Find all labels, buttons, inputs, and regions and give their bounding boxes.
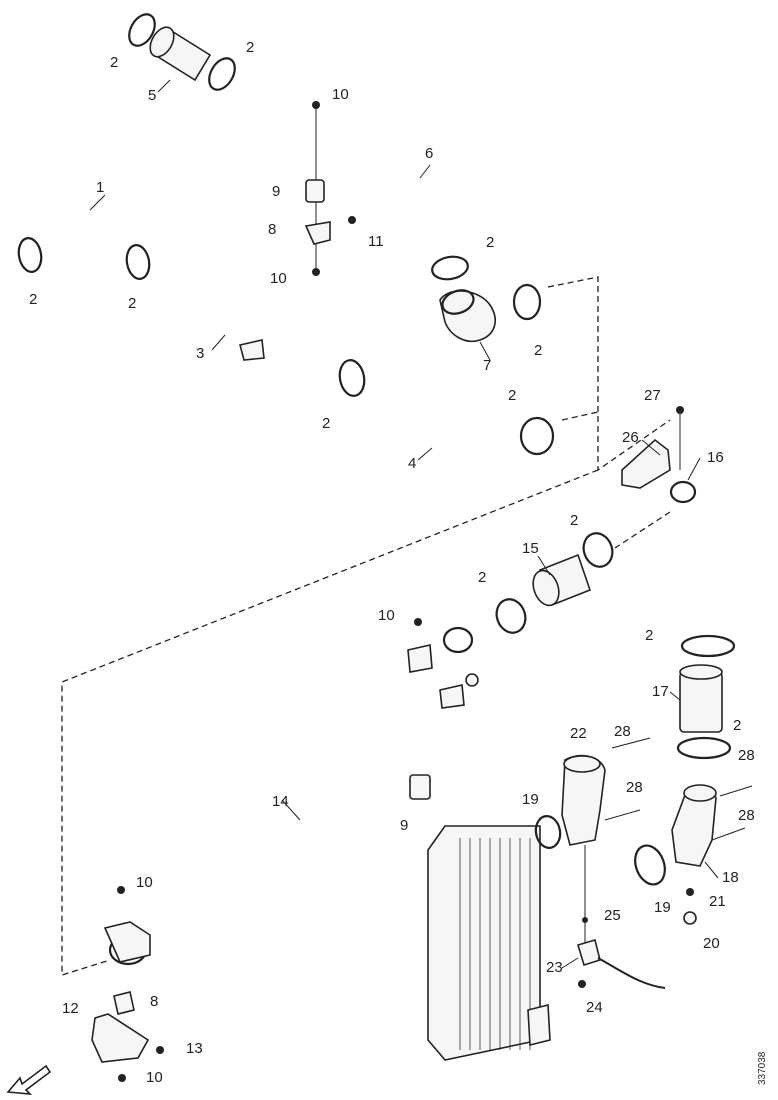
elbow-18-bottom — [634, 784, 717, 886]
dashed-guide-lines — [61, 276, 671, 976]
callout-8: 8 — [150, 993, 158, 1010]
sleeve-17 — [676, 664, 732, 760]
callout-28: 28 — [738, 807, 755, 824]
callout-10: 10 — [378, 607, 395, 624]
callout-21: 21 — [709, 893, 726, 910]
callout-labels: 1 2 2 2 2 2 2 2 2 2 2 2 2 3 4 5 6 7 8 8 … — [29, 39, 755, 1086]
callout-2: 2 — [322, 415, 330, 432]
callout-14: 14 — [272, 793, 289, 810]
callout-8: 8 — [268, 221, 276, 238]
callout-2: 2 — [534, 342, 542, 359]
callout-2: 2 — [508, 387, 516, 404]
callout-23: 23 — [546, 959, 563, 976]
callout-11: 11 — [368, 233, 384, 250]
pipe-6 — [222, 79, 453, 258]
callout-27: 27 — [644, 387, 661, 404]
callout-2: 2 — [29, 291, 37, 308]
callout-16: 16 — [707, 449, 724, 466]
sleeve-15 — [495, 532, 614, 634]
bracket-26 — [621, 406, 684, 489]
callout-leaders — [89, 79, 719, 969]
callout-12: 12 — [62, 1000, 79, 1017]
callout-2: 2 — [246, 39, 254, 56]
callout-7: 7 — [483, 357, 491, 374]
callout-2: 2 — [478, 569, 486, 586]
callout-1: 1 — [96, 179, 104, 196]
callout-28: 28 — [614, 723, 631, 740]
hose-4 — [373, 383, 555, 480]
callout-4: 4 — [408, 455, 416, 472]
callout-10: 10 — [146, 1069, 163, 1086]
callout-28: 28 — [626, 779, 643, 796]
callout-19: 19 — [654, 899, 671, 916]
callout-9: 9 — [272, 183, 280, 200]
callout-2: 2 — [733, 717, 741, 734]
callout-3: 3 — [196, 345, 204, 362]
sensor-23 — [577, 845, 666, 989]
callout-9: 9 — [400, 817, 408, 834]
callout-13: 13 — [186, 1040, 203, 1057]
callout-10: 10 — [136, 874, 153, 891]
callout-2: 2 — [645, 627, 653, 644]
elbow-7 — [439, 283, 542, 342]
callout-22: 22 — [570, 725, 587, 742]
bracket-8-top — [304, 101, 356, 276]
hose-16 — [669, 475, 736, 658]
callout-28: 28 — [738, 747, 755, 764]
callout-26: 26 — [622, 429, 639, 446]
callout-15: 15 — [522, 540, 539, 557]
clamps-top — [128, 13, 469, 281]
bolts-28 — [604, 737, 753, 841]
callout-20: 20 — [703, 935, 720, 952]
callout-17: 17 — [652, 683, 669, 700]
callout-24: 24 — [586, 999, 603, 1016]
callout-10: 10 — [332, 86, 349, 103]
elbow-22 — [534, 754, 606, 849]
callout-18: 18 — [722, 869, 739, 886]
arrow-down-left-icon — [6, 1064, 52, 1095]
callout-2: 2 — [486, 234, 494, 251]
washers-20-21 — [683, 888, 697, 925]
pipe-3 — [150, 260, 366, 397]
pipe-14 — [103, 618, 479, 966]
callout-19: 19 — [522, 791, 539, 808]
callout-6: 6 — [425, 145, 433, 162]
callout-10: 10 — [270, 270, 287, 287]
bracket-12 — [91, 886, 164, 1082]
charge-air-cooler — [427, 825, 551, 1061]
callout-2: 2 — [128, 295, 136, 312]
callout-2: 2 — [570, 512, 578, 529]
hose-1 — [17, 196, 151, 280]
hose-5 — [149, 26, 212, 82]
callout-5: 5 — [148, 87, 156, 104]
spacer-9-mid — [409, 774, 431, 800]
cooler-fins — [459, 838, 531, 1050]
document-id: 337038 — [757, 1051, 768, 1085]
callout-2: 2 — [110, 54, 118, 71]
callout-25: 25 — [604, 907, 621, 924]
